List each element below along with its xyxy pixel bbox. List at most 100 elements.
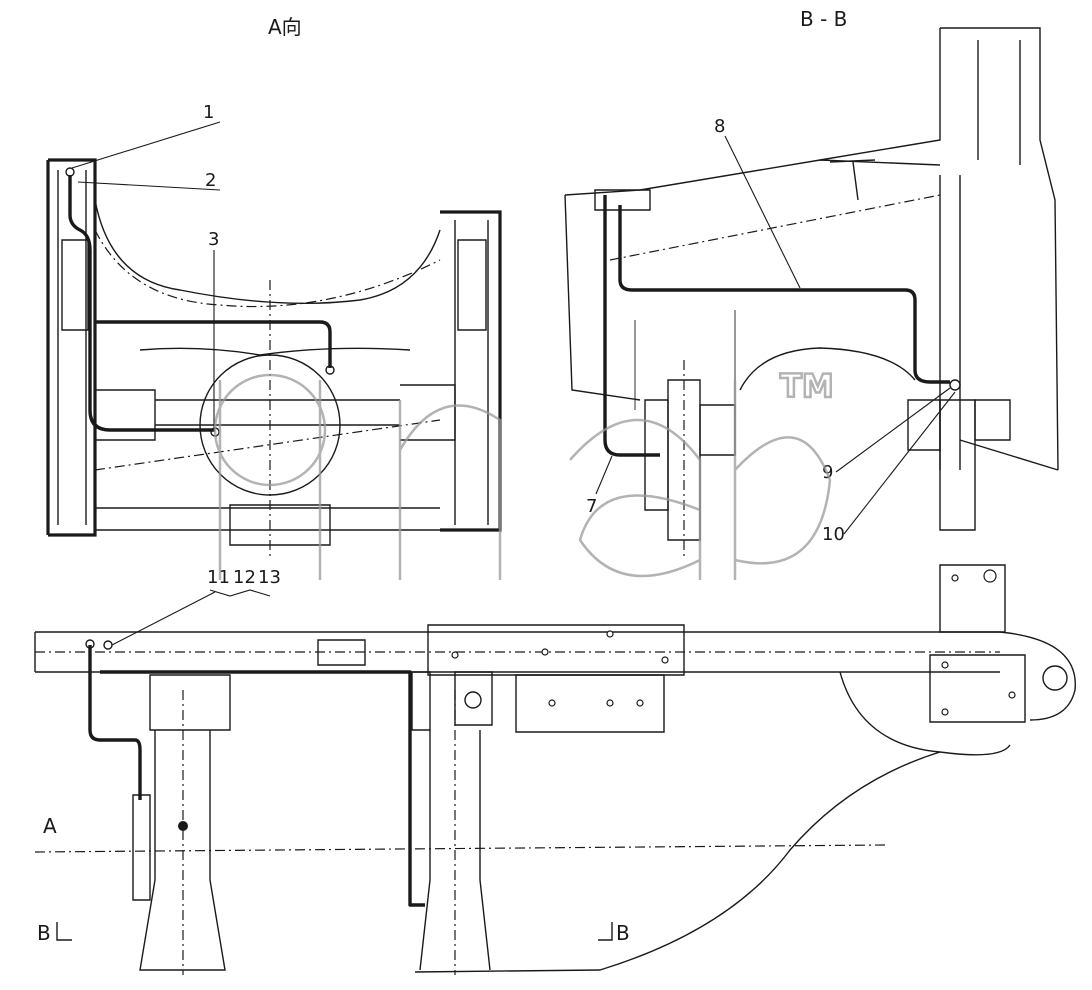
section-bb-right-hub-flanges [907,399,1011,451]
side-view-lower-curve [414,751,941,973]
side-view-rear-plate-hole [941,661,949,669]
side-view-rear-plate-hole [1008,691,1016,699]
section-bb-column-inner [977,40,1021,165]
section-bb-hidden-line [609,194,941,261]
section-bb-pipe-bracket [594,189,651,211]
section-bb-lower-edge [959,439,1059,471]
side-view-plate-hole [661,656,669,664]
watermark-letter-n [398,400,502,580]
watermark: TM [213,366,835,580]
side-view-mid-block-hole [636,699,644,707]
side-view-bracket-hole [983,569,997,583]
section-bb-brake-pipe-left [603,195,660,457]
section-bb-t-bracket [829,159,876,201]
side-view-pivot [1042,665,1068,691]
view-a-brake-pipe-left [68,175,215,432]
section-bb-frame-left [564,194,641,401]
view-a-fitting-top [325,365,335,375]
side-view-fitting-11 [85,639,95,649]
side-view-plate [427,624,685,676]
callout-7: 7 [586,496,597,517]
section-bb-column-outline [940,27,1059,471]
leader-10 [843,391,956,535]
section-bb-left-studs [634,310,736,410]
side-view: A B B 11 12 13 [34,564,1076,975]
side-view-left-axle-bolt [178,821,188,831]
section-bb-axle-arch [739,347,916,391]
view-a-left-rail-inner [57,170,87,525]
side-view-boss [454,671,493,726]
side-view-brake-pipe-main [100,670,425,907]
view-a-hidden-diagonal [94,419,441,471]
section-bb-brake-pipe-main [618,205,950,384]
side-view-left-axle-flange [132,794,151,901]
section-mark-b-left: B [37,921,51,945]
side-view-plate-hole [451,651,459,659]
side-view-left-hanger [149,674,231,731]
section-bb-fitting-9 [949,379,961,391]
callout-10: 10 [822,524,845,545]
leader-2 [77,181,221,191]
leader-11-13-bracket [209,589,271,597]
side-view-boss-hole [464,691,482,709]
side-view-mid-block-hole [606,699,614,707]
leader-9 [835,387,951,473]
section-mark-b-right-arrow [598,922,613,941]
view-a-axle-right-block [400,384,456,441]
leader-1 [71,121,221,169]
section-bb-right-hub [939,399,976,531]
section-mark-b-right: B [616,921,630,945]
view-a-right-window [457,239,487,331]
callout-12: 12 [233,567,256,588]
side-view-rear-plate-hole [941,708,949,716]
view-a-bottom-beam [95,507,440,531]
view-a-axle-left-block [95,389,156,441]
view-a: A向 1 2 3 [46,15,502,560]
side-view-right-axle [419,730,491,971]
side-view-plate-hole [541,648,549,656]
callout-13: 13 [258,567,281,588]
section-bb: B - B 8 7 9 10 [564,7,1059,560]
side-view-small-block [317,639,366,666]
side-view-fitting-12 [103,640,113,650]
section-mark-a: A [43,814,57,838]
section-mark-b-left-arrow [56,922,72,941]
callout-8: 8 [714,116,725,137]
view-a-crossmember-hidden [94,229,441,308]
side-view-lower-curve-right [839,671,1011,756]
side-view-tail [999,631,1076,721]
view-a-axle-housing-top [139,347,411,356]
leader-7 [595,455,613,495]
view-a-right-rail-inner [454,220,489,525]
view-a-right-rail [440,210,502,532]
callout-11: 11 [207,567,230,588]
watermark-letter-b [733,380,832,580]
callout-2: 2 [205,170,216,191]
view-a-title: A向 [268,15,302,39]
view-a-left-window [61,239,89,331]
side-view-rear-plate [929,654,1026,723]
side-view-plate-hole [606,630,614,638]
view-a-bottom-mount [229,504,331,546]
watermark-tm: TM [780,367,834,405]
watermark-letter-g [218,380,322,580]
side-view-mid-block-hole [548,699,556,707]
leader-8 [724,135,801,289]
watermark-letter-a [569,418,702,580]
view-a-fitting-1 [65,167,75,177]
watermark-letter-o [213,373,327,487]
callout-1: 1 [203,102,214,123]
view-a-crossmember-top [94,199,441,305]
section-bb-post [939,175,961,470]
side-view-mid-block [515,674,665,733]
leader-11-13 [111,591,216,646]
section-bb-title: B - B [800,7,847,31]
side-view-right-hanger [411,671,431,731]
side-view-brake-pipe-left [88,645,142,800]
section-bb-column-left [819,28,941,161]
side-view-bracket-hole [951,574,959,582]
section-line-a [34,844,886,853]
view-a-axle-beam [155,399,400,426]
callout-3: 3 [208,229,219,250]
